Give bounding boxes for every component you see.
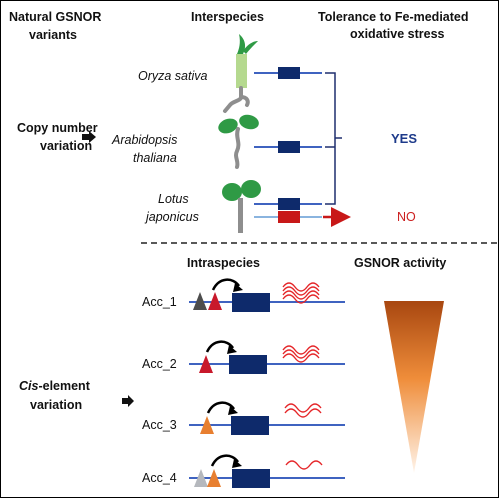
gene-model-oryza xyxy=(254,67,322,79)
arabidopsis-seedling-icon xyxy=(218,114,259,169)
tolerance-header-line2: oxidative stress xyxy=(350,27,445,41)
gene-box xyxy=(229,355,267,374)
accession-row-2: Acc_2 xyxy=(142,340,345,374)
dark-cis-element-icon xyxy=(193,292,207,310)
transcript-wave-icon xyxy=(285,460,323,470)
transcript-wave-icon xyxy=(284,403,322,418)
light-cis-element-icon xyxy=(194,469,208,487)
orange-cis-element-icon xyxy=(207,469,221,487)
species-oryza-sativa: Oryza sativa xyxy=(138,69,208,83)
natural-variants-header-line1: Natural GSNOR xyxy=(9,10,101,24)
cis-element-label-line2: variation xyxy=(30,398,82,412)
accession-row-3: Acc_3 xyxy=(142,401,345,435)
gene-box xyxy=(232,293,270,312)
copy-number-arrow-icon xyxy=(82,131,96,143)
outcome-no: NO xyxy=(397,210,416,224)
gsnor-activity-gradient-triangle xyxy=(384,301,444,473)
accession-row-1: Acc_1 xyxy=(142,278,345,312)
cis-element-arrow-icon xyxy=(122,395,134,407)
gene-box xyxy=(231,416,269,435)
gene-model-lotus-2 xyxy=(254,207,351,227)
interspecies-header: Interspecies xyxy=(191,10,264,24)
copy-number-label-line1: Copy number xyxy=(17,121,98,135)
species-arabidopsis-line2: thaliana xyxy=(133,151,177,165)
species-arabidopsis-line1: Arabidopsis xyxy=(111,133,177,147)
rice-seedling-icon xyxy=(223,34,258,113)
cis-element-label-line1: Cis-element xyxy=(19,379,91,393)
accession-row-4: Acc_4 xyxy=(142,454,345,488)
gsnor-activity-header: GSNOR activity xyxy=(354,256,446,270)
gene-model-lotus-1 xyxy=(254,198,322,210)
accession-label-3: Acc_3 xyxy=(142,418,177,432)
accession-label-4: Acc_4 xyxy=(142,471,177,485)
transcript-wave-icon xyxy=(282,345,320,363)
species-lotus-line1: Lotus xyxy=(158,192,189,206)
copy-number-label-line2: variation xyxy=(40,139,92,153)
accession-label-1: Acc_1 xyxy=(142,295,177,309)
accession-label-2: Acc_2 xyxy=(142,357,177,371)
tolerance-header-line1: Tolerance to Fe-mediated xyxy=(318,10,469,24)
gene-model-arabidopsis xyxy=(254,141,322,153)
red-cis-element-icon xyxy=(199,355,213,373)
natural-variants-header-line2: variants xyxy=(29,28,77,42)
orange-cis-element-icon xyxy=(200,416,214,434)
red-cis-element-icon xyxy=(208,292,222,310)
cis-italic: Cis xyxy=(19,379,39,393)
species-lotus-line2: japonicus xyxy=(144,210,199,224)
tolerance-bracket xyxy=(325,72,342,205)
transcript-wave-icon xyxy=(282,282,320,304)
outcome-yes: YES xyxy=(391,131,417,146)
gene-box xyxy=(232,469,270,488)
lotus-seedling-icon xyxy=(222,180,261,233)
cis-rest: -element xyxy=(38,379,90,393)
intraspecies-header: Intraspecies xyxy=(187,256,260,270)
